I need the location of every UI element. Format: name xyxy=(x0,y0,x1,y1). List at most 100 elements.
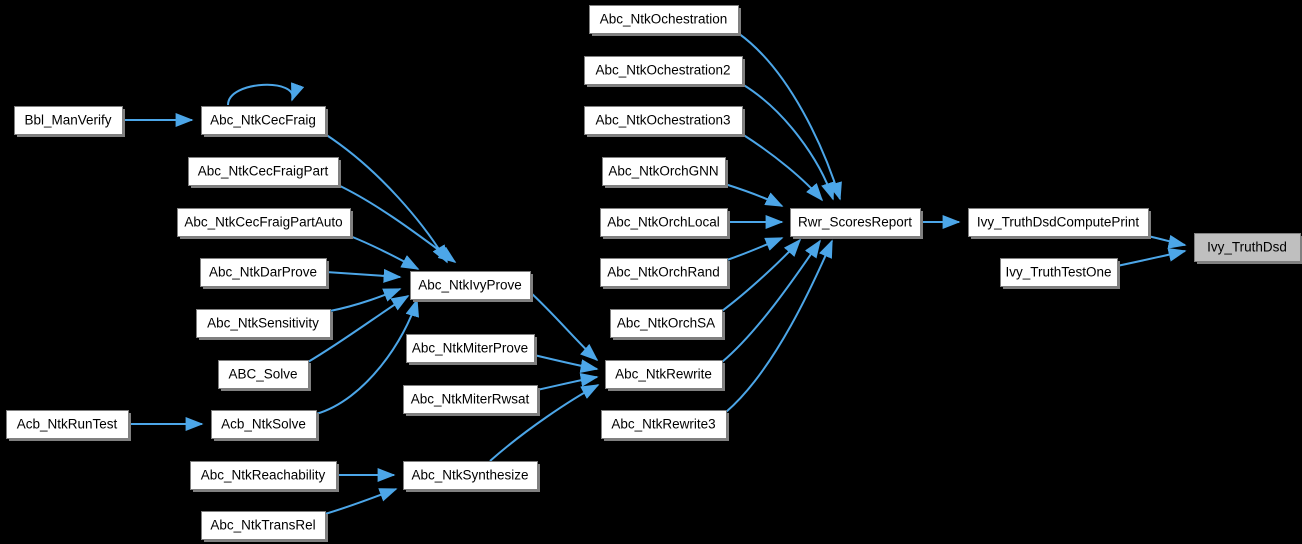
node-rect[interactable] xyxy=(190,461,337,490)
node-rect[interactable] xyxy=(218,360,309,389)
node-label: Abc_NtkOrchSA xyxy=(617,316,715,331)
edge-ivy_truthtestone-to-ivy_truthdsd xyxy=(1116,247,1187,267)
node-abc_ntkcecfraig[interactable]: Abc_NtkCecFraig xyxy=(201,106,329,138)
node-label: Abc_NtkIvyProve xyxy=(418,278,522,293)
node-rect[interactable] xyxy=(6,410,129,439)
node-abc_solve[interactable]: ABC_Solve xyxy=(218,360,312,392)
node-label: Abc_NtkOrchRand xyxy=(607,265,720,280)
node-rect[interactable] xyxy=(1000,258,1118,287)
node-rect[interactable] xyxy=(188,157,339,186)
node-ivy_truthdsdcomputeprint[interactable]: Ivy_TruthDsdComputePrint xyxy=(968,208,1152,240)
node-label: Abc_NtkSensitivity xyxy=(207,316,319,331)
node-bbl_manverify[interactable]: Bbl_ManVerify xyxy=(14,106,126,138)
node-abc_ntkreachability[interactable]: Abc_NtkReachability xyxy=(190,461,340,493)
node-rect[interactable] xyxy=(610,309,723,338)
node-rect[interactable] xyxy=(211,410,317,439)
node-abc_ntksynthesize[interactable]: Abc_NtkSynthesize xyxy=(403,461,541,493)
node-abc_ntkorchlocal[interactable]: Abc_NtkOrchLocal xyxy=(600,208,731,240)
nodes-layer: Bbl_ManVerify Abc_NtkCecFraigAbc_NtkCecFr… xyxy=(6,5,1302,543)
edge-abc_ntkorchsa-to-rwr_scoresreport xyxy=(721,238,802,312)
node-abc_ntkrewrite3[interactable]: Abc_NtkRewrite3 xyxy=(601,410,730,442)
node-acb_ntkruntest[interactable]: Acb_NtkRunTest xyxy=(6,410,132,442)
node-abc_ntkrewrite[interactable]: Abc_NtkRewrite xyxy=(605,360,726,392)
edge-abc_ntkochestration3-to-rwr_scoresreport xyxy=(741,133,824,202)
node-label: Acb_NtkRunTest xyxy=(17,417,118,432)
node-rect[interactable] xyxy=(600,258,728,287)
node-rect[interactable] xyxy=(403,385,538,414)
node-rect[interactable] xyxy=(790,208,921,237)
node-rwr_scoresreport[interactable]: Rwr_ScoresReport xyxy=(790,208,924,240)
node-rect[interactable] xyxy=(602,157,726,186)
node-rect[interactable] xyxy=(410,271,531,300)
edge-abc_ntksensitivity-to-abc_ntkivyprove xyxy=(329,288,402,312)
node-acb_ntksolve[interactable]: Acb_NtkSolve xyxy=(211,410,320,442)
node-rect[interactable] xyxy=(589,5,739,34)
node-rect[interactable] xyxy=(584,56,743,85)
edge-abc_ntkcecfraigpartauto-to-abc_ntkivyprove xyxy=(349,235,420,270)
node-abc_ntksensitivity[interactable]: Abc_NtkSensitivity xyxy=(196,309,334,341)
edge-abc_ntkivyprove-to-abc_ntkrewrite xyxy=(529,291,599,362)
node-rect[interactable] xyxy=(1194,233,1301,262)
edge-abc_ntkrewrite-to-rwr_scoresreport xyxy=(721,239,821,363)
node-label: Abc_NtkDarProve xyxy=(209,265,317,280)
node-rect[interactable] xyxy=(14,106,123,135)
node-label: Abc_NtkSynthesize xyxy=(411,468,528,483)
node-rect[interactable] xyxy=(600,208,728,237)
edge-abc_ntkochestration2-to-rwr_scoresreport xyxy=(741,83,835,201)
node-rect[interactable] xyxy=(403,461,538,490)
node-ivy_truthdsd[interactable]: Ivy_TruthDsd xyxy=(1194,233,1302,265)
node-abc_ntkdarprove[interactable]: Abc_NtkDarProve xyxy=(200,258,330,290)
node-label: Ivy_TruthDsd xyxy=(1207,240,1287,255)
node-abc_ntkcecfraigpartauto[interactable]: Abc_NtkCecFraigPartAuto xyxy=(177,208,354,240)
node-label: Abc_NtkOchestration3 xyxy=(595,113,730,128)
node-label: Abc_NtkReachability xyxy=(201,468,326,483)
node-label: Rwr_ScoresReport xyxy=(798,215,912,230)
node-label: Acb_NtkSolve xyxy=(221,417,306,432)
node-abc_ntkivyprove[interactable]: Abc_NtkIvyProve xyxy=(410,271,534,303)
node-label: Abc_NtkMiterRwsat xyxy=(411,392,530,407)
node-abc_ntkmiterprove[interactable]: Abc_NtkMiterProve xyxy=(406,334,538,366)
edge-abc_ntkmiterrwsat-to-abc_ntkrewrite xyxy=(536,372,599,391)
node-rect[interactable] xyxy=(605,360,723,389)
node-abc_ntktransrel[interactable]: Abc_NtkTransRel xyxy=(201,511,329,543)
node-abc_ntkorchrand[interactable]: Abc_NtkOrchRand xyxy=(600,258,731,290)
edge-abc_ntkcecfraigpart-to-abc_ntkivyprove xyxy=(337,184,457,263)
edge-abc_ntkrewrite3-to-rwr_scoresreport xyxy=(725,239,833,413)
edge-acb_ntksolve-to-abc_ntkivyprove xyxy=(315,298,419,415)
node-rect[interactable] xyxy=(584,106,743,135)
node-abc_ntkorchgnn[interactable]: Abc_NtkOrchGNN xyxy=(602,157,729,189)
node-rect[interactable] xyxy=(201,106,326,135)
node-rect[interactable] xyxy=(200,258,327,287)
edge-abc_ntkdarprove-to-abc_ntkivyprove xyxy=(325,268,402,283)
node-abc_ntkochestration[interactable]: Abc_NtkOchestration xyxy=(589,5,742,37)
node-label: Abc_NtkCecFraigPartAuto xyxy=(184,215,342,230)
node-label: Abc_NtkMiterProve xyxy=(412,341,528,356)
node-rect[interactable] xyxy=(196,309,331,338)
node-rect[interactable] xyxy=(968,208,1149,237)
edge-abc_ntktransrel-to-abc_ntksynthesize xyxy=(324,488,398,515)
node-abc_ntkochestration3[interactable]: Abc_NtkOchestration3 xyxy=(584,106,746,138)
edge-abc_ntkochestration-to-rwr_scoresreport xyxy=(737,32,842,201)
edge-abc_ntkorchgnn-to-rwr_scoresreport xyxy=(724,183,784,207)
node-rect[interactable] xyxy=(601,410,727,439)
node-abc_ntkorchsa[interactable]: Abc_NtkOrchSA xyxy=(610,309,726,341)
node-rect[interactable] xyxy=(406,334,535,363)
node-label: Abc_NtkTransRel xyxy=(210,518,315,533)
node-label: Abc_NtkCecFraigPart xyxy=(198,164,329,179)
node-ivy_truthtestone[interactable]: Ivy_TruthTestOne xyxy=(1000,258,1121,290)
node-rect[interactable] xyxy=(201,511,326,540)
edges-layer xyxy=(122,32,1187,515)
node-label: Abc_NtkOchestration2 xyxy=(595,63,730,78)
node-abc_ntkochestration2[interactable]: Abc_NtkOchestration2 xyxy=(584,56,746,88)
edge-ivy_truthdsdcomputeprint-to-ivy_truthdsd xyxy=(1147,234,1187,249)
edge-abc_ntkmiterprove-to-abc_ntkrewrite xyxy=(533,354,599,374)
node-abc_ntkmiterrwsat[interactable]: Abc_NtkMiterRwsat xyxy=(403,385,541,417)
node-abc_ntkcecfraigpart[interactable]: Abc_NtkCecFraigPart xyxy=(188,157,342,189)
node-label: Ivy_TruthDsdComputePrint xyxy=(977,215,1140,230)
node-label: Abc_NtkRewrite xyxy=(615,367,712,382)
node-label: Ivy_TruthTestOne xyxy=(1005,265,1111,280)
node-rect[interactable] xyxy=(177,208,351,237)
node-label: Abc_NtkOrchGNN xyxy=(608,164,718,179)
edge-abc_ntkcecfraig-to-abc_ntkcecfraig xyxy=(227,82,305,106)
